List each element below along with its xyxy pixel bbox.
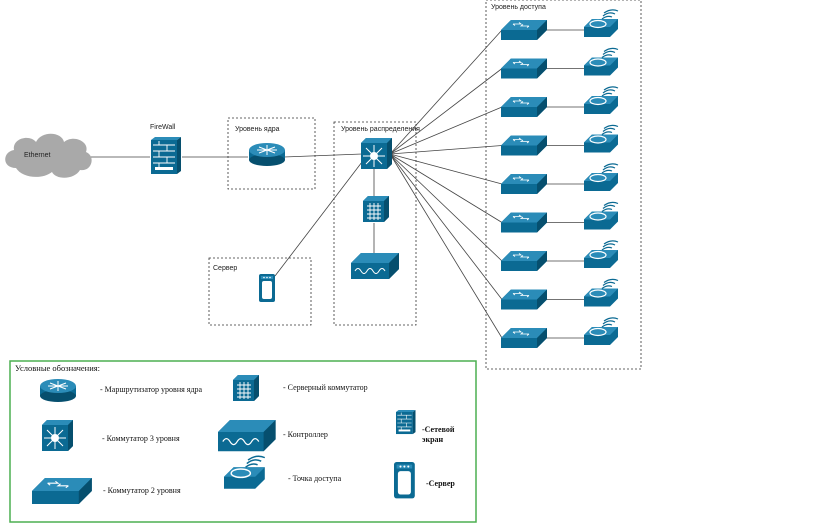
access-point-icon <box>583 278 619 308</box>
link-l3switch-access-switch <box>389 153 503 185</box>
access-switch-icon <box>500 135 548 156</box>
access-point-icon <box>583 124 619 154</box>
legend-firewall-label-1: -Сетевой <box>422 425 455 434</box>
legend-server-label: -Сервер <box>426 479 455 488</box>
access-switch-icon <box>500 58 548 79</box>
legend-firewall-icon <box>395 409 416 435</box>
link-l3switch-access-switch <box>389 145 503 155</box>
access-point-icon <box>583 47 619 77</box>
access-point-icon <box>583 9 619 38</box>
core-zone <box>227 117 316 190</box>
legend-l3switch-label: - Коммутатор 3 уровня <box>102 434 180 443</box>
access-devices <box>500 9 619 349</box>
legend-firewall-label-2: экран <box>422 435 444 444</box>
access-zone-label: Уровень доступа <box>491 4 546 11</box>
firewall-icon <box>150 136 182 175</box>
l3-switch-icon <box>360 137 393 170</box>
server-zone <box>208 257 312 326</box>
access-point-icon <box>583 317 619 346</box>
access-zone <box>485 0 642 370</box>
firewall-label: FireWall <box>150 124 176 131</box>
access-switch-icon <box>500 289 548 310</box>
link-l3switch-access-switch <box>389 153 503 223</box>
legend-controller-label: - Контроллер <box>283 430 328 439</box>
legend-server-switch-label: - Серверный коммутатор <box>283 383 368 392</box>
legend-server-icon <box>394 462 415 499</box>
link-l3switch-access-switch <box>389 29 503 155</box>
controller-icon <box>350 252 400 280</box>
access-switch-icon <box>500 19 548 41</box>
legend-server-switch-icon <box>232 374 260 402</box>
network-links <box>88 153 375 277</box>
link-l3switch-server <box>274 161 363 277</box>
legend-router-icon <box>39 378 77 403</box>
access-switch-icon <box>500 250 548 272</box>
access-switch-icon <box>500 212 548 233</box>
legend-title: Условные обозначения: <box>15 363 100 373</box>
server-switch-icon <box>362 195 390 223</box>
link-l3switch-access-switch <box>389 106 503 155</box>
access-point-icon <box>583 163 619 192</box>
legend-access-point-icon <box>223 455 266 490</box>
server-zone-label: Сервер <box>213 265 237 272</box>
legend-l2switch-label: - Коммутатор 2 уровня <box>103 486 181 495</box>
access-switch-icon <box>500 96 548 118</box>
link-l3switch-access-switch <box>389 153 503 300</box>
access-point-icon <box>583 240 619 269</box>
access-row-links <box>546 29 588 339</box>
ethernet-label: Ethernet <box>24 152 51 159</box>
legend-router-label: - Маршрутизатор уровня ядра <box>100 385 203 394</box>
link-l3switch-access-switch <box>389 153 503 262</box>
access-point-icon <box>583 86 619 115</box>
core-router-icon <box>248 142 286 167</box>
legend-access-point-label: - Точка доступа <box>288 474 342 483</box>
access-uplinks <box>389 29 503 339</box>
legend-box <box>9 360 477 523</box>
distribution-zone <box>333 121 417 326</box>
link-l3switch-access-switch <box>389 153 503 339</box>
access-point-icon <box>583 201 619 231</box>
server-icon <box>259 274 275 302</box>
link-l3switch-access-switch <box>389 68 503 155</box>
link-router-l3switch <box>283 153 363 158</box>
core-zone-label: Уровень ядра <box>235 126 280 133</box>
access-switch-icon <box>500 327 548 349</box>
access-switch-icon <box>500 173 548 195</box>
legend-controller-icon <box>217 419 277 452</box>
ethernet-cloud-icon: Ethernet <box>5 133 92 178</box>
distribution-zone-label: Уровень распределения <box>341 126 420 133</box>
legend-l2switch-icon <box>31 477 93 505</box>
legend-l3switch-icon <box>41 419 74 452</box>
